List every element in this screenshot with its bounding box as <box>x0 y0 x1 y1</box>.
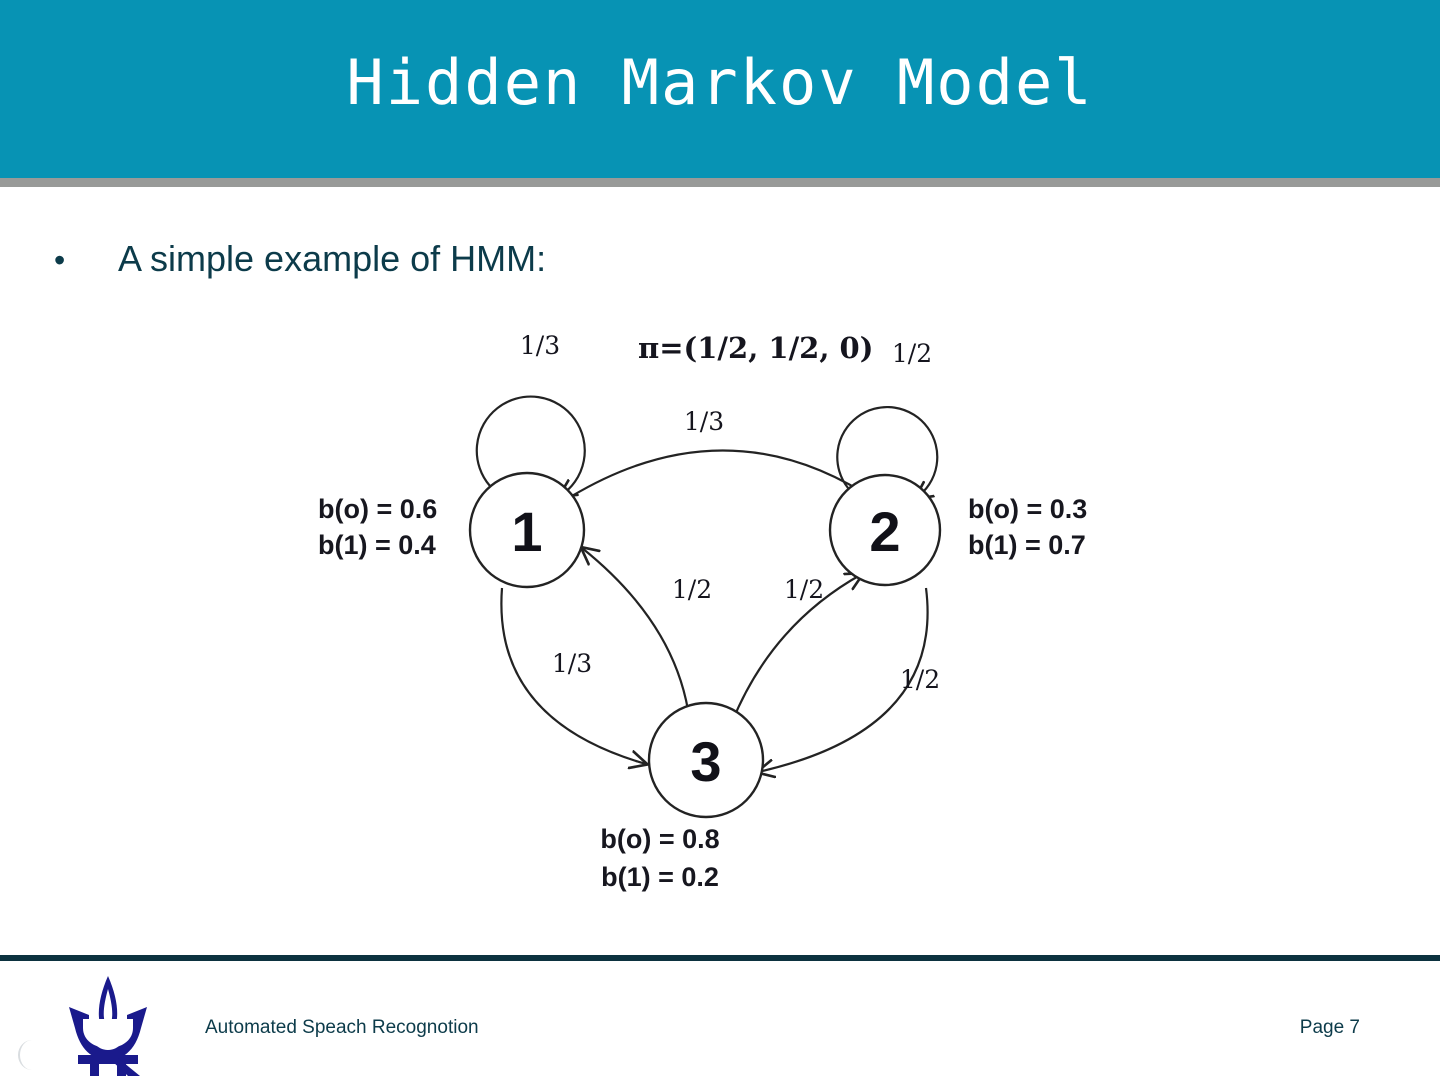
edge-label-2-3: 1/2 <box>900 665 940 694</box>
bullet-list-item: • A simple example of HMM: <box>46 236 946 290</box>
footer-artifact <box>18 1040 46 1070</box>
state-2-emit-o: b(o) = 0.3 <box>968 494 1087 524</box>
footer-page-number: Page 7 <box>1299 1017 1360 1038</box>
edge-label-3-1: 1/2 <box>672 575 712 604</box>
edge-1-to-1 <box>475 395 586 496</box>
slide-header-banner <box>0 0 1440 178</box>
state-1-emit-1: b(1) = 0.4 <box>318 530 436 560</box>
edge-label-1-1: 1/3 <box>520 331 560 360</box>
footer-course-label: Automated Speach Recognotion <box>205 1017 479 1038</box>
edge-2-to-3 <box>758 587 929 772</box>
footer-divider <box>0 955 1440 961</box>
state-2-emit-1: b(1) = 0.7 <box>968 530 1086 560</box>
slide-footer <box>0 961 1440 1080</box>
edge-label-1-3: 1/3 <box>552 649 592 678</box>
state-node-3-label: 3 <box>690 730 721 793</box>
hmm-state-diagram: π=(1/2, 1/2, 0) 1/3 1/2 1/3 1/3 1/2 1/2 … <box>280 320 1180 920</box>
initial-distribution-label: π=(1/2, 1/2, 0) <box>638 331 873 365</box>
edge-3-to-2 <box>730 574 862 723</box>
edge-label-3-2: 1/2 <box>784 575 824 604</box>
state-node-1-label: 1 <box>511 500 542 563</box>
page-title: Hidden Markov Model <box>346 46 1094 119</box>
state-node-2-label: 2 <box>869 500 900 563</box>
edge-1-to-3 <box>500 587 646 764</box>
bullet-item-label: A simple example of HMM: <box>118 238 547 279</box>
state-node-3[interactable] <box>647 701 765 819</box>
state-1-emit-o: b(o) = 0.6 <box>318 494 437 524</box>
state-node-1[interactable] <box>468 471 586 589</box>
state-node-2[interactable] <box>828 473 942 587</box>
edge-3-to-1 <box>582 548 690 711</box>
state-3-emit-o: b(o) = 0.8 <box>600 824 719 854</box>
state-3-emit-1: b(1) = 0.2 <box>601 862 719 892</box>
edge-1-to-2 <box>571 449 878 502</box>
edge-label-2-2: 1/2 <box>892 339 932 368</box>
edge-2-to-2 <box>836 405 939 498</box>
edge-label-1-2: 1/3 <box>684 407 724 436</box>
header-divider <box>0 178 1440 187</box>
bullet-marker-icon: • <box>54 242 66 278</box>
university-logo-icon <box>56 972 160 1076</box>
